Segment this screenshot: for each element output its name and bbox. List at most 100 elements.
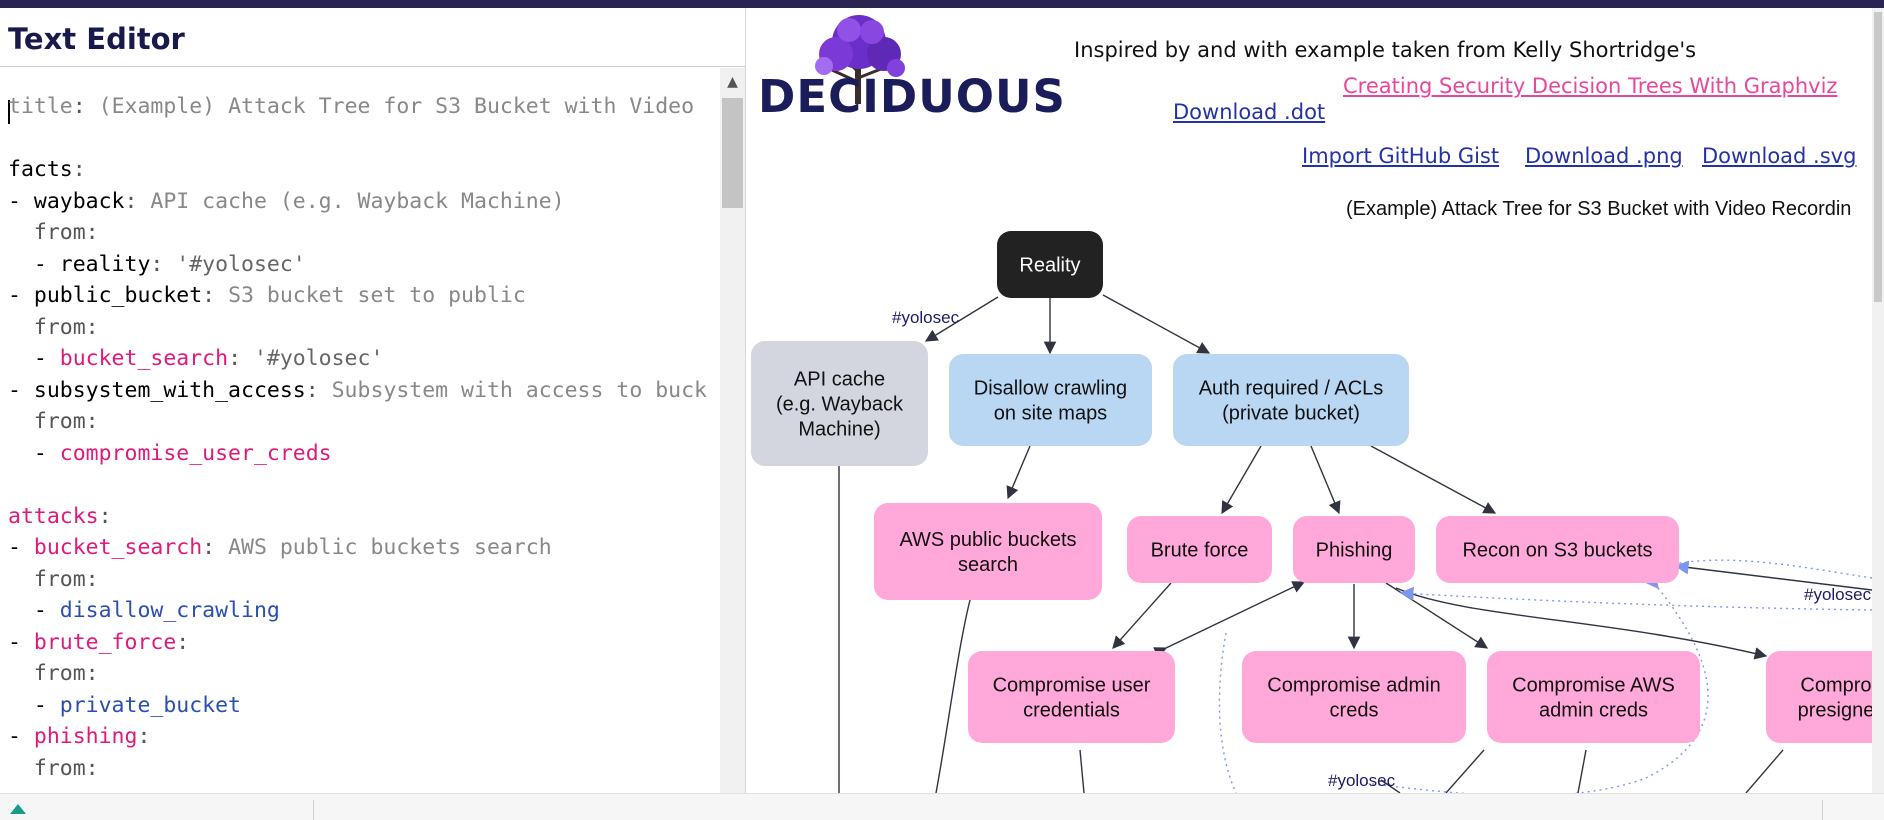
node-box (1766, 651, 1872, 743)
node-label: Disallow crawling (974, 378, 1127, 400)
status-divider (313, 800, 314, 820)
node-label: Recon on S3 buckets (1462, 540, 1652, 562)
download-svg-link[interactable]: Download .svg (1702, 144, 1857, 168)
node-box (1436, 516, 1679, 583)
download-dot-link[interactable]: Download .dot (1173, 100, 1326, 124)
deciduous-tree-icon (815, 15, 905, 104)
editor-line[interactable]: from: (33, 566, 99, 592)
node-label: Compromise admin (1267, 675, 1440, 697)
edge-aws-down-b (1577, 749, 1587, 793)
edge-auth-recon (1370, 445, 1497, 514)
editor-line[interactable]: - subsystem_with_access: Subsystem with … (8, 377, 707, 403)
node-box (1242, 651, 1466, 743)
editor-line[interactable]: - private_bucket (8, 692, 241, 718)
graph-node-brute-force[interactable]: Brute force (1127, 516, 1272, 583)
editor-line[interactable]: - brute_force: (8, 629, 190, 655)
inspired-by-text: Inspired by and with example taken from … (1074, 38, 1697, 62)
graph-node-compromise-user[interactable]: Compromise user credentials (968, 651, 1175, 743)
edge-phishing-aws (1385, 582, 1489, 649)
edge-recon-offscreen (1674, 560, 1872, 591)
editor-line[interactable]: from: (33, 220, 99, 245)
editor-line[interactable]: - compromise_user_creds (8, 440, 332, 466)
edge-dotted-a (1673, 559, 1872, 579)
node-label: Brute force (1151, 540, 1249, 562)
graph-node-compromise-aws[interactable]: Compromise AWS admin creds (1487, 651, 1700, 743)
node-label: API cache (794, 369, 885, 391)
text-cursor (8, 100, 10, 124)
editor-line[interactable]: from: (33, 314, 99, 340)
graph-node-disallow-crawling[interactable]: Disallow crawling on site maps (949, 354, 1152, 446)
node-label: Phishing (1316, 540, 1393, 562)
node-label: admin creds (1539, 700, 1648, 722)
editor-line[interactable]: attacks: (8, 503, 112, 529)
node-box (751, 341, 928, 466)
graph-node-reality[interactable]: Reality (997, 231, 1103, 298)
editor-line[interactable]: - public_bucket: S3 bucket set to public (8, 283, 526, 308)
edge-user-down (1079, 749, 1085, 793)
node-label: on site maps (994, 403, 1107, 425)
node-label: creds (1330, 700, 1379, 722)
editor-line[interactable]: from: (33, 661, 99, 686)
node-label: Auth required / ACLs (1199, 378, 1384, 400)
node-box (949, 354, 1152, 446)
edge-aws-down (935, 599, 971, 793)
edge-brute-user (1112, 582, 1172, 649)
edge-phishing-presigned (1395, 587, 1768, 660)
node-box (1293, 516, 1415, 583)
editor-line[interactable]: - phishing: (8, 724, 151, 749)
edge-dotted-d (1365, 573, 1709, 793)
node-label: credentials (1023, 700, 1120, 722)
text-editor-title: Text Editor (8, 22, 185, 56)
node-label: Compro (1800, 675, 1871, 697)
graph-node-compromise-admin[interactable]: Compromise admin creds (1242, 651, 1466, 743)
editor-line[interactable]: from: (33, 755, 99, 781)
node-box (1487, 651, 1700, 743)
article-link[interactable]: Creating Security Decision Trees With Gr… (1343, 74, 1838, 98)
edge-dotted-c (1218, 632, 1237, 793)
node-label: Machine) (798, 419, 880, 441)
scroll-up-arrow-icon[interactable]: ▲ (727, 74, 738, 90)
edge-label-yolosec-1: #yolosec (892, 308, 960, 327)
graph-node-auth-required[interactable]: Auth required / ACLs(private bucket) (1173, 354, 1409, 446)
edge-admin-down-a (1380, 779, 1401, 793)
download-png-link[interactable]: Download .png (1525, 144, 1683, 168)
edge-presigned-down (1745, 749, 1784, 793)
graph-node-phishing[interactable]: Phishing (1293, 516, 1415, 583)
editor-line[interactable]: from: (33, 409, 99, 434)
editor-scrollbar[interactable]: ▲ (720, 68, 745, 801)
graph-node-recon[interactable]: Recon on S3 buckets (1436, 516, 1679, 583)
editor-line[interactable]: - bucket_search: '#yolosec' (8, 346, 384, 371)
page-scrollbar[interactable] (1872, 8, 1884, 793)
node-box (997, 231, 1103, 298)
import-github-gist-link[interactable]: Import GitHub Gist (1302, 144, 1500, 168)
node-label: (e.g. Wayback (776, 394, 904, 416)
editor-line[interactable]: - bucket_search: AWS public buckets sear… (8, 535, 552, 560)
editor-line[interactable]: facts: (8, 157, 86, 182)
edge-disallow-aws (1006, 445, 1031, 500)
node-label: Compromise AWS (1512, 675, 1675, 697)
title-divider (0, 66, 745, 67)
edge-dotted-b (1399, 586, 1872, 611)
editor-line[interactable]: title: (Example) Attack Tree for S3 Buck… (8, 94, 695, 119)
code-editor[interactable]: title: (Example) Attack Tree for S3 Buck… (0, 94, 720, 801)
editor-line[interactable]: - disallow_crawling (8, 598, 280, 623)
page-scroll-thumb[interactable] (1874, 12, 1882, 302)
node-label: search (958, 554, 1018, 576)
graph-edges (838, 294, 1872, 793)
editor-line[interactable]: - reality: '#yolosec' (8, 251, 306, 277)
editor-scroll-thumb[interactable] (722, 98, 743, 208)
edge-reality-api (924, 296, 999, 342)
node-box (968, 651, 1175, 743)
edge-label-yolosec-2: #yolosec (1804, 585, 1872, 604)
bottom-status-bar (0, 793, 1884, 820)
graph-edge-labels: #yolosec #yolosec #yolosec (892, 308, 1872, 790)
edge-user-phishing (1153, 581, 1306, 659)
editor-line[interactable]: - wayback: API cache (e.g. Wayback Machi… (8, 188, 565, 214)
edge-auth-brute (1221, 445, 1262, 515)
node-label: Compromise user (993, 675, 1151, 697)
